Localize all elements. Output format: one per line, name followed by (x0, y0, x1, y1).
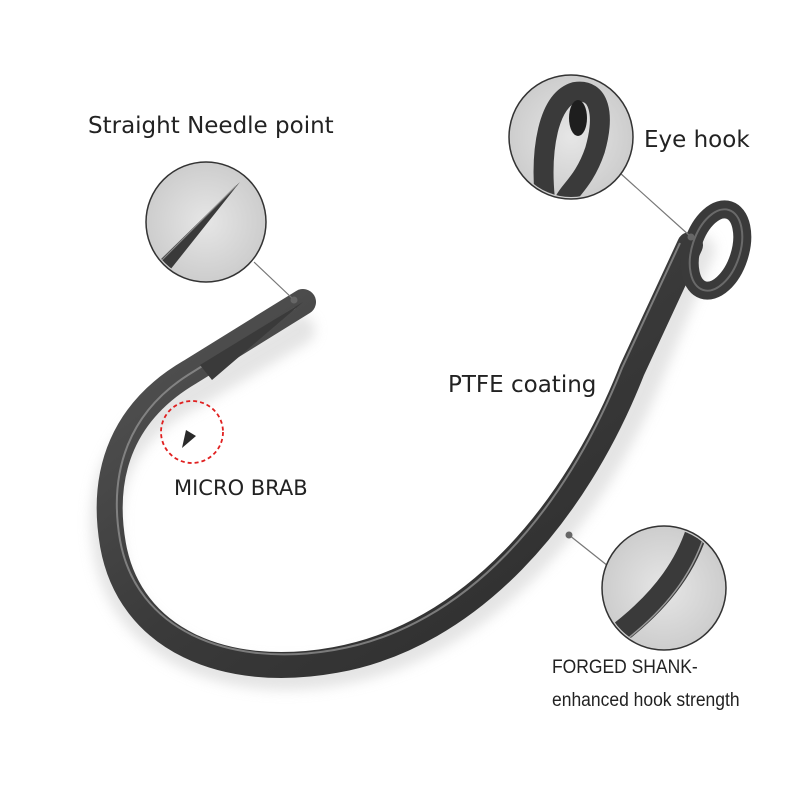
label-ptfe-coating: PTFE coating (448, 372, 597, 398)
leader-needle (253, 261, 294, 300)
micro-barb-marker (160, 400, 224, 464)
fish-hook (96, 200, 752, 679)
label-straight-needle-point: Straight Needle point (88, 113, 334, 139)
leader-eye (619, 172, 691, 237)
callout-eye-hook (508, 74, 634, 200)
leader-shank-dot (565, 531, 573, 539)
leader-eye-dot (687, 233, 695, 241)
callout-needle-point (145, 161, 267, 283)
hook-highlight (115, 242, 681, 656)
micro-barb (182, 430, 196, 448)
leader-shank (568, 534, 609, 567)
label-forged-shank: FORGED SHANK- (552, 657, 698, 678)
label-eye-hook: Eye hook (644, 127, 750, 153)
leader-needle-dot (290, 296, 298, 304)
label-micro-barb: MICRO BRAB (174, 476, 308, 500)
hook-bend (96, 232, 703, 679)
callout-forged-shank (601, 525, 727, 651)
needle-point (200, 302, 303, 380)
hook-eye-highlight (688, 208, 744, 292)
label-forged-shank-subtitle: enhanced hook strength (552, 690, 740, 711)
